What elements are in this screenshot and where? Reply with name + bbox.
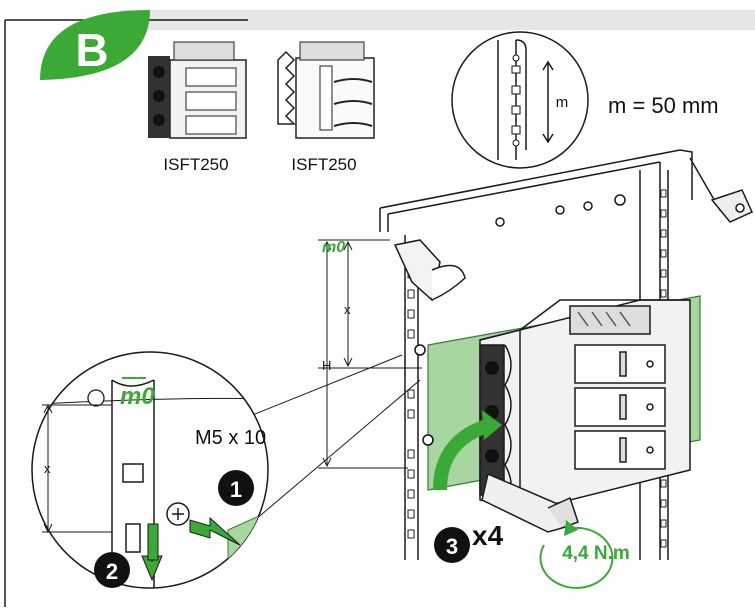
step-b-label: B bbox=[75, 24, 108, 76]
quantity-label: x4 bbox=[472, 520, 504, 551]
origin-m0-main: m0 bbox=[322, 239, 345, 256]
dimension-h-main: H bbox=[322, 358, 331, 373]
step-b-badge: B bbox=[40, 10, 150, 80]
enclosure-frame bbox=[379, 149, 693, 560]
dimension-lines bbox=[318, 239, 422, 469]
step-1-number: 1 bbox=[230, 477, 242, 502]
dimension-x-main: x bbox=[344, 302, 351, 317]
switch-block bbox=[479, 299, 691, 511]
product-label-1: ISFT250 bbox=[163, 155, 228, 174]
spacing-symbol: m bbox=[556, 94, 569, 111]
screw-upper bbox=[414, 344, 426, 356]
top-bracket bbox=[689, 157, 753, 223]
torque-value: 4,4 N.m bbox=[562, 543, 630, 564]
origin-m0-detail: m0 bbox=[120, 383, 155, 410]
screw-lower bbox=[422, 434, 434, 446]
step-1-marker: 1 bbox=[218, 470, 254, 506]
insert-arrow-head bbox=[482, 410, 502, 440]
spacing-equation: m = 50 mm bbox=[608, 93, 719, 118]
header-band bbox=[120, 10, 755, 30]
dimension-x-detail: x bbox=[44, 461, 51, 476]
step-2-arrow-shaft bbox=[147, 523, 159, 561]
step-3-marker: 3 bbox=[434, 527, 470, 563]
product-isft250-side: ISFT250 bbox=[277, 41, 375, 174]
step-1-arrow bbox=[189, 516, 241, 546]
spacing-callout: m bbox=[451, 31, 589, 169]
mounting-bracket bbox=[393, 239, 466, 302]
step-2-marker: 2 bbox=[94, 552, 130, 588]
torque-indicator: 4,4 N.m bbox=[539, 520, 630, 589]
step-3-number: 3 bbox=[446, 534, 458, 559]
insert-arrow bbox=[433, 418, 493, 491]
product-label-2: ISFT250 bbox=[291, 155, 356, 174]
screw-spec: M5 x 10 bbox=[195, 427, 266, 449]
magnified-detail bbox=[31, 351, 421, 589]
product-isft250-front: ISFT250 bbox=[148, 41, 247, 174]
step-2-number: 2 bbox=[106, 559, 118, 584]
